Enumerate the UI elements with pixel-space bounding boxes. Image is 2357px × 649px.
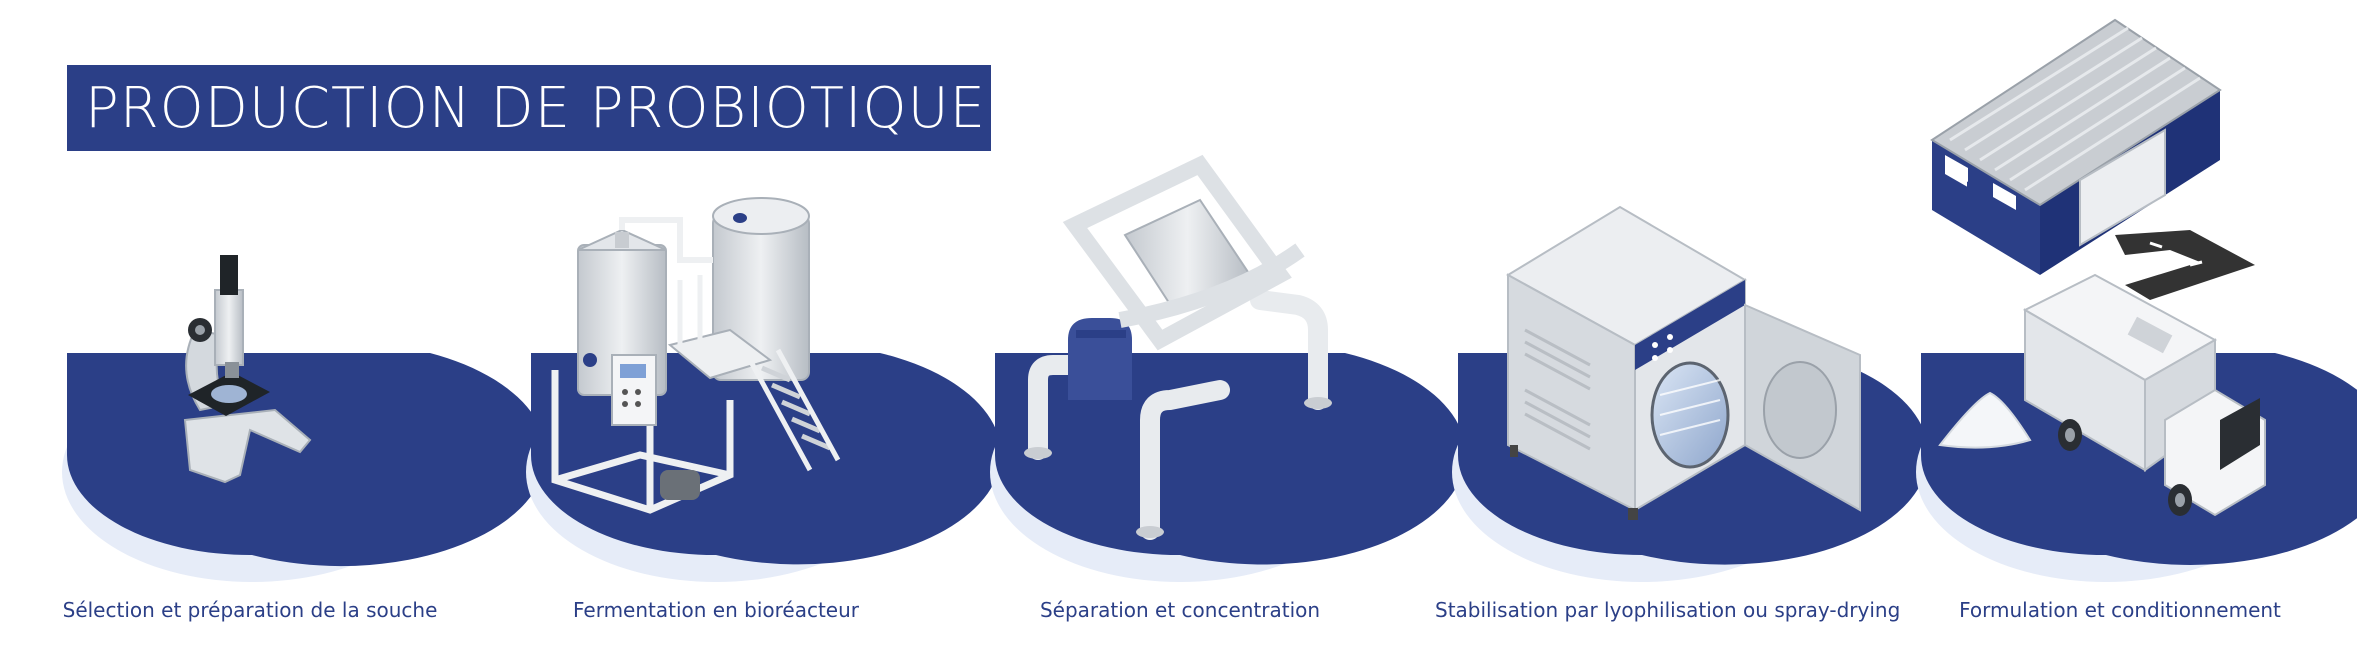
step-label-1: Sélection et préparation de la souche [62, 598, 438, 622]
platform-1 [62, 353, 547, 582]
step-label-3: Séparation et concentration [1039, 598, 1321, 622]
bioreactor-icon [551, 197, 841, 514]
title-banner: PRODUCTION DE PROBIOTIQUES [67, 65, 1022, 151]
warehouse-truck-icon [1930, 18, 2266, 517]
platform-3 [990, 353, 1466, 582]
centrifuge-separator-icon [1024, 154, 1332, 540]
freeze-dryer-icon [1506, 205, 1861, 520]
step-label-4: Stabilisation par lyophilisation ou spra… [1435, 598, 1901, 622]
microscope-icon [183, 255, 312, 484]
page-title: PRODUCTION DE PROBIOTIQUES [85, 75, 1023, 141]
step-label-5: Formulation et conditionnement [1959, 598, 2281, 622]
step-label-2: Fermentation en bioréacteur [572, 598, 860, 622]
